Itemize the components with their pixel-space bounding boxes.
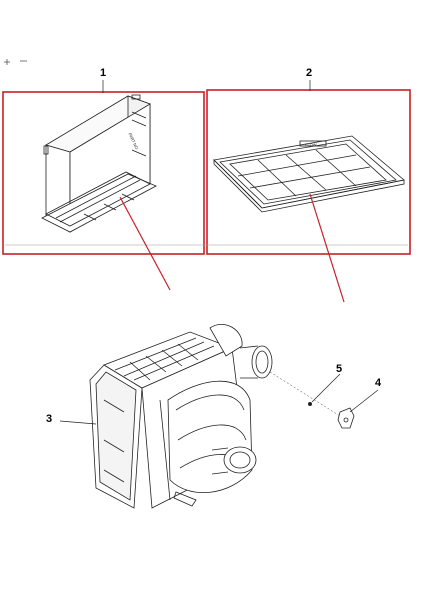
callout-number-1: 1	[100, 67, 107, 79]
callout-line-3	[59, 420, 97, 425]
flow-marking: FLOW	[305, 142, 317, 147]
callout-line-4	[349, 389, 379, 413]
filter-frame-part-2	[213, 135, 405, 213]
highlight-box-2	[206, 89, 411, 255]
leader-line-2	[309, 193, 345, 303]
air-cleaner-housing	[89, 323, 273, 509]
corner-mark	[4, 59, 27, 65]
dash-connector	[269, 371, 341, 417]
grommet-part-5	[308, 402, 312, 406]
callout-number-3: 3	[46, 413, 53, 425]
highlight-box-1	[2, 91, 205, 255]
sensor-part-4	[337, 407, 355, 429]
leader-line-1	[119, 196, 171, 291]
callout-number-2: 2	[306, 67, 313, 79]
callout-number-4: 4	[375, 377, 382, 389]
callout-line-5	[311, 373, 341, 403]
filter-element-part-1	[41, 94, 157, 233]
callout-number-5: 5	[336, 363, 343, 375]
